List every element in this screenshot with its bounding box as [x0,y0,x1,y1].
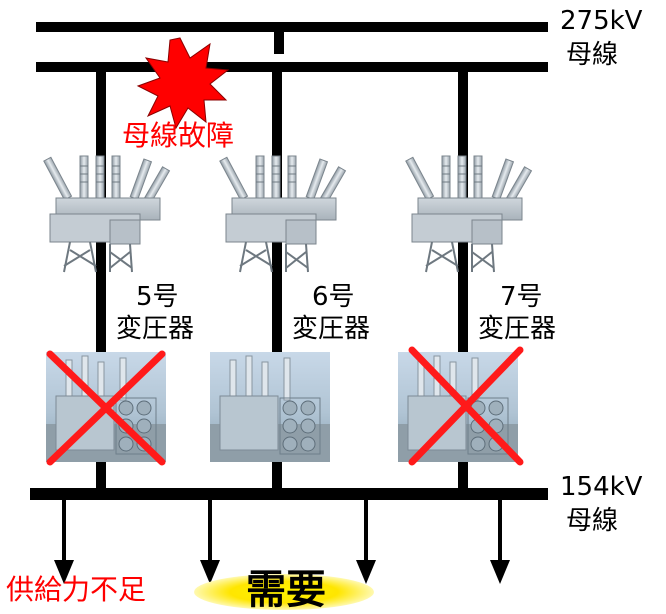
bus-275kv [36,22,548,72]
transformer-7-failed-mark [408,346,524,466]
bus-tie [274,28,284,54]
load-arrow-2 [200,498,220,584]
feeders [96,66,468,490]
feeder-6 [272,66,282,490]
bus-275kv-name-label: 母線 [566,40,619,70]
bus-154kv-voltage-label: 154kV [560,472,643,502]
fault-label: 母線故障 [122,119,235,152]
bus-154kv-name-label: 母線 [566,506,619,536]
bus-154kv-bar [30,488,548,500]
transformer-6-name-label: 変圧器 [292,314,371,344]
transformer-6-number-label: 6号 [312,282,355,312]
demand-glow [194,574,374,610]
transformer-7-number-label: 7号 [500,282,543,312]
bus-275kv-lower-bar [36,62,548,72]
supply-shortage-label: 供給力不足 [6,573,147,606]
transformer-5-number-label: 5号 [136,282,179,312]
switchgear-7-icon [404,155,533,273]
transformer-7-name-label: 変圧器 [478,314,557,344]
switchgear-6-icon [218,155,347,273]
feeder-7 [458,66,468,490]
transformer-6-image [209,351,331,463]
demand-label: 需要 [246,567,326,613]
load-arrow-1 [54,498,74,584]
fault-star-icon [136,37,230,130]
load-arrows [54,498,510,584]
transformer-5-name-label: 変圧器 [116,314,195,344]
load-arrow-4 [490,498,510,584]
load-arrow-3 [356,498,376,584]
feeder-5 [96,66,106,490]
transformer-5-failed-mark [46,350,166,466]
switchgear-5-icon [42,155,171,273]
bus-275kv-voltage-label: 275kV [560,6,643,36]
bus-275kv-upper-bar [36,22,548,32]
